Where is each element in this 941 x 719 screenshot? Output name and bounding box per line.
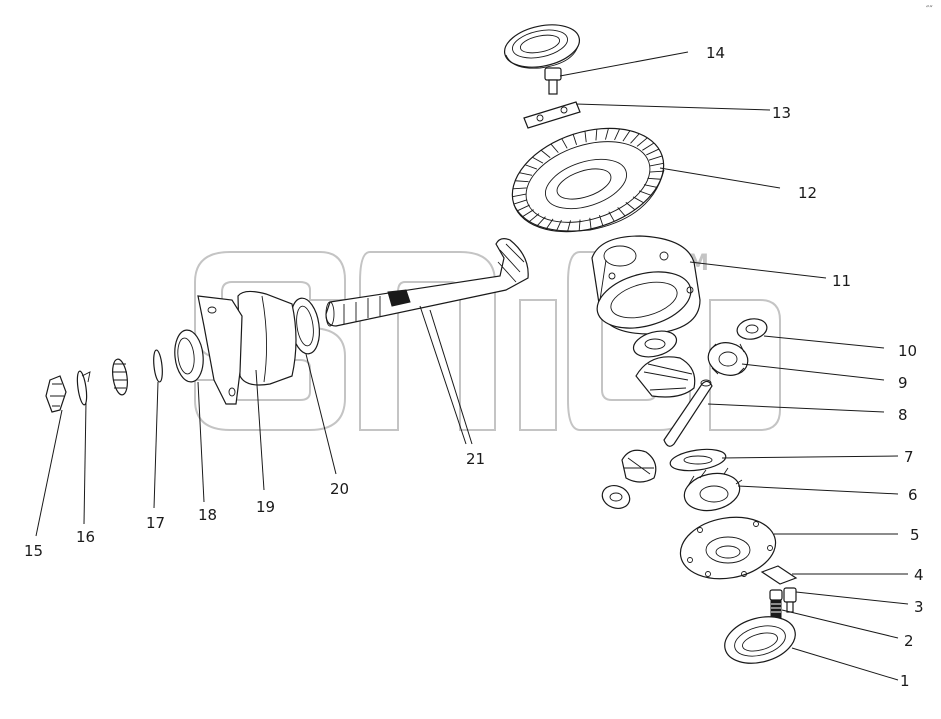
gear-tooth [649, 162, 664, 167]
part-5-case-half [679, 516, 777, 580]
gear-tooth [614, 128, 621, 141]
part-16-lock-washer [76, 370, 91, 406]
gear-tooth [578, 219, 581, 231]
gear-tooth [622, 130, 631, 142]
gear-tooth [589, 217, 592, 229]
gear-tooth [536, 216, 546, 227]
gear-tooth [595, 129, 598, 141]
callout-1: 1 [900, 672, 910, 690]
part-7-washer [669, 448, 727, 472]
part-6-side-gear [683, 467, 743, 512]
callout-4: 4 [914, 566, 924, 584]
gear-tooth [512, 193, 527, 198]
part-9-satellite-gear [707, 342, 749, 376]
part-11-differential-case [591, 235, 701, 335]
callout-14: 14 [706, 44, 725, 62]
gear-tooth [540, 149, 551, 158]
gear-tooth [630, 133, 640, 144]
side-gear-left [621, 449, 657, 483]
part-18-bearing [174, 329, 204, 383]
callout-19: 19 [256, 498, 275, 516]
gear-tooth [625, 202, 636, 211]
callout-2: 2 [904, 632, 914, 650]
satellite-gear-left [635, 356, 696, 398]
part-21-pinion-shaft [325, 238, 529, 327]
gear-tooth [524, 164, 538, 170]
toothed-washer [112, 358, 128, 396]
gear-tooth [516, 204, 530, 212]
small-washer [601, 485, 631, 509]
gear-tooth [519, 172, 533, 176]
part-1-bearing [724, 616, 796, 664]
gear-tooth [521, 209, 534, 218]
callout-labels: 14 13 12 11 10 9 8 7 6 5 4 3 2 1 21 20 1… [24, 44, 924, 690]
part-12-crown-gear [511, 127, 665, 233]
gear-tooth [545, 218, 554, 230]
callout-18: 18 [198, 506, 217, 524]
callout-20: 20 [330, 480, 349, 498]
corner-mark: ″″ [926, 5, 933, 15]
gear-tooth [528, 213, 540, 223]
part-10-thrust-washer [736, 318, 768, 340]
gear-tooth [532, 156, 544, 164]
callout-5: 5 [910, 526, 920, 544]
gear-tooth [649, 170, 664, 173]
gear-tooth [599, 215, 604, 226]
part-2-bolt [769, 589, 783, 619]
callout-9: 9 [898, 374, 908, 392]
callout-11: 11 [832, 272, 851, 290]
gear-tooth [643, 184, 657, 188]
gear-tooth [638, 190, 652, 196]
part-15-nut [45, 375, 67, 413]
callout-15: 15 [24, 542, 43, 560]
washer-near-case [632, 330, 678, 358]
gear-tooth [642, 142, 655, 151]
gear-tooth [572, 134, 577, 145]
gear-tooth [608, 211, 615, 222]
gear-tooth [513, 199, 528, 205]
gear-tooth [561, 138, 568, 149]
gear-tooth [550, 143, 559, 153]
gear-tooth [647, 177, 661, 180]
gear-tooth [632, 196, 644, 204]
callout-6: 6 [908, 486, 918, 504]
callout-3: 3 [914, 598, 924, 616]
leader-lines [35, 51, 909, 681]
gear-tooth [584, 131, 587, 143]
gear-tooth [646, 148, 660, 156]
gear-tooth [648, 155, 663, 161]
part-3-bolt [783, 587, 797, 613]
gear-tooth [555, 219, 562, 232]
part-17-circlip [153, 349, 163, 383]
callout-17: 17 [146, 514, 165, 532]
callout-10: 10 [898, 342, 917, 360]
part-4-lock-plate [760, 565, 798, 585]
callout-16: 16 [76, 528, 95, 546]
callout-7: 7 [904, 448, 914, 466]
gear-tooth [515, 180, 529, 183]
part-14-bearing [503, 24, 581, 69]
callout-21: 21 [466, 450, 485, 468]
gear-tooth [636, 137, 648, 147]
part-19-bearing-housing [197, 290, 297, 405]
gear-tooth [512, 187, 527, 190]
part-14-bolt [544, 67, 562, 95]
gear-tooth [617, 207, 626, 217]
callout-8: 8 [898, 406, 908, 424]
part-13-lock-plate [523, 101, 581, 129]
callout-12: 12 [798, 184, 817, 202]
part-8-axle-pin [663, 379, 713, 447]
callout-13: 13 [772, 104, 791, 122]
gear-tooth [567, 220, 571, 232]
gear-tooth [605, 128, 609, 140]
